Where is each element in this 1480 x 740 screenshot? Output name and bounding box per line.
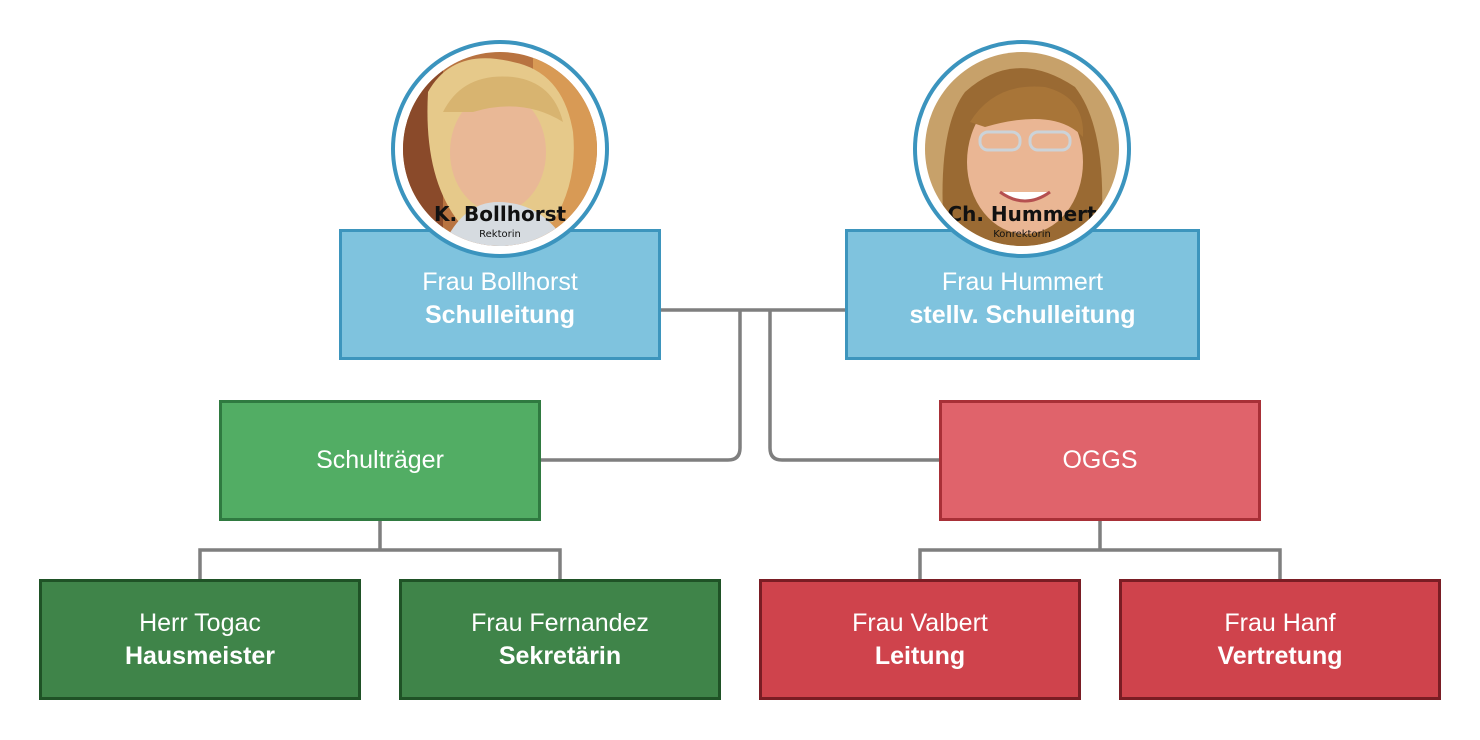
photo-hummert: Ch. Hummert Konrektorin bbox=[925, 52, 1119, 246]
photo-bollhorst: K. Bollhorst Rektorin bbox=[403, 52, 597, 246]
leader-role: stellv. Schulleitung bbox=[909, 300, 1136, 329]
member-name: Herr Togac bbox=[139, 609, 261, 637]
connector-oggs-members bbox=[918, 520, 1282, 580]
member-box-vertretung: Frau Hanf Vertretung bbox=[1119, 579, 1441, 700]
member-name: Frau Valbert bbox=[852, 609, 988, 637]
photo-caption-role: Rektorin bbox=[479, 229, 521, 240]
avatar-bollhorst: K. Bollhorst Rektorin bbox=[391, 40, 609, 258]
group-box-oggs: OGGS bbox=[939, 400, 1261, 521]
photo-caption-name: K. Bollhorst bbox=[433, 202, 567, 226]
member-box-leitung: Frau Valbert Leitung bbox=[759, 579, 1081, 700]
connector-schultraeger-members bbox=[198, 520, 562, 580]
member-role: Leitung bbox=[874, 641, 966, 670]
leader-role: Schulleitung bbox=[425, 300, 575, 329]
group-label: OGGS bbox=[1062, 446, 1138, 475]
member-box-hausmeister: Herr Togac Hausmeister bbox=[39, 579, 361, 700]
connector-oggs bbox=[768, 310, 940, 462]
photo-caption-role: Konrektorin bbox=[993, 229, 1051, 240]
member-box-sekretaerin: Frau Fernandez Sekretärin bbox=[399, 579, 721, 700]
member-name: Frau Fernandez bbox=[471, 609, 649, 637]
member-role: Vertretung bbox=[1217, 641, 1343, 670]
group-label: Schulträger bbox=[316, 446, 444, 475]
member-role: Hausmeister bbox=[124, 641, 276, 670]
leader-name: Frau Bollhorst bbox=[422, 268, 578, 296]
member-name: Frau Hanf bbox=[1224, 609, 1336, 637]
leader-name: Frau Hummert bbox=[941, 268, 1104, 296]
avatar-hummert: Ch. Hummert Konrektorin bbox=[913, 40, 1131, 258]
group-box-schultraeger: Schulträger bbox=[219, 400, 541, 521]
connector-schultraeger bbox=[540, 310, 742, 462]
member-role: Sekretärin bbox=[498, 641, 622, 670]
photo-caption-name: Ch. Hummert bbox=[947, 202, 1097, 226]
